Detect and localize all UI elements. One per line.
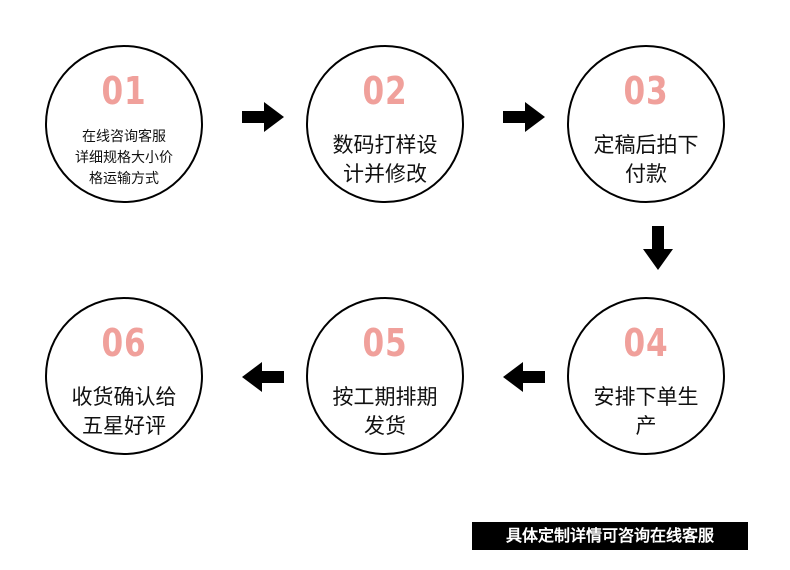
step-line: 按工期排期: [332, 385, 438, 409]
step-circle-06: 06 收货确认给 五星好评: [45, 297, 203, 455]
step-line: 定稿后拍下: [593, 133, 699, 157]
arrow-left-icon: [503, 362, 545, 392]
step-number: 06: [101, 321, 147, 365]
step-description: 在线咨询客服 详细规格大小价 格运输方式: [47, 127, 201, 190]
step-description: 安排下单生 产: [569, 383, 723, 441]
step-line: 发货: [364, 414, 406, 438]
step-number: 04: [623, 321, 669, 365]
footer-note: 具体定制详情可咨询在线客服: [472, 522, 748, 550]
step-line: 数码打样设: [332, 133, 438, 157]
step-description: 数码打样设 计并修改: [308, 131, 462, 189]
step-line: 计并修改: [343, 162, 427, 186]
step-number: 01: [101, 69, 147, 113]
step-number: 02: [362, 69, 408, 113]
step-line: 格运输方式: [89, 171, 159, 187]
step-number: 03: [623, 69, 669, 113]
step-number: 05: [362, 321, 408, 365]
step-circle-01: 01 在线咨询客服 详细规格大小价 格运输方式: [45, 45, 203, 203]
arrow-right-icon: [242, 102, 284, 132]
step-circle-05: 05 按工期排期 发货: [306, 297, 464, 455]
step-circle-04: 04 安排下单生 产: [567, 297, 725, 455]
step-line: 五星好评: [82, 414, 166, 438]
step-line: 安排下单生: [593, 385, 699, 409]
step-line: 详细规格大小价: [75, 150, 173, 166]
arrow-down-icon: [643, 226, 673, 270]
step-line: 在线咨询客服: [82, 129, 166, 145]
step-description: 定稿后拍下 付款: [569, 131, 723, 189]
step-description: 按工期排期 发货: [308, 383, 462, 441]
step-line: 付款: [625, 162, 667, 186]
step-line: 收货确认给: [71, 385, 177, 409]
step-circle-02: 02 数码打样设 计并修改: [306, 45, 464, 203]
step-description: 收货确认给 五星好评: [47, 383, 201, 441]
step-line: 产: [635, 414, 657, 438]
arrow-left-icon: [242, 362, 284, 392]
arrow-right-icon: [503, 102, 545, 132]
step-circle-03: 03 定稿后拍下 付款: [567, 45, 725, 203]
